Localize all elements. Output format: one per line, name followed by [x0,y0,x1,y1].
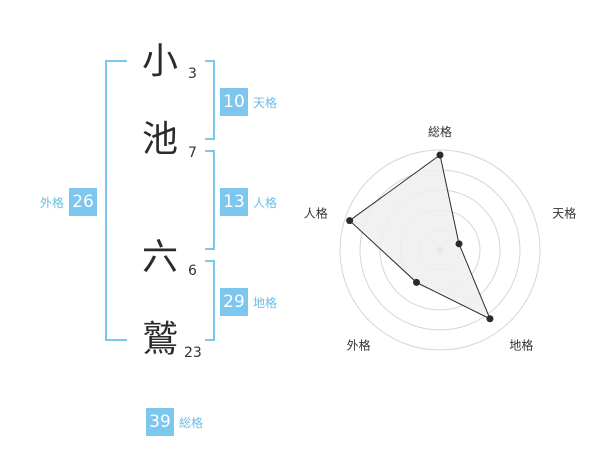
chikaku-badge: 29 地格 [220,288,277,316]
stroke-count-3: 6 [188,263,197,279]
radar-axis-label-2: 天格 [552,206,576,221]
radar-axis-label-3: 地格 [509,337,533,352]
radar-point-5 [346,217,354,225]
jinkaku-bracket [205,150,215,250]
radar-point-1 [436,151,444,159]
chikaku-label: 地格 [253,295,278,310]
soukaku-label: 総格 [179,415,204,430]
gaikaku-value: 26 [69,188,98,216]
jinkaku-label: 人格 [253,195,278,210]
tenkaku-bracket [205,60,215,140]
radar-axis-label-4: 外格 [347,337,371,352]
tenkaku-badge: 10 天格 [220,88,277,116]
name-char-3: 六 [141,237,178,278]
stroke-count-2: 7 [188,145,197,161]
name-char-4: 鷲 [141,319,178,360]
radar-ring [339,149,541,351]
gaikaku-bracket [105,60,127,341]
stroke-count-1: 3 [188,66,197,82]
radar-point-2 [455,240,463,248]
radar-point-4 [412,278,420,286]
name-char-2: 池 [141,119,178,160]
jinkaku-badge: 13 人格 [220,188,277,216]
tenkaku-label: 天格 [253,95,278,110]
radar-polygon [348,154,491,320]
radar-axis-label-5: 人格 [304,206,328,221]
name-char-1: 小 [141,41,178,82]
gaikaku-label: 外格 [40,195,65,210]
radar-shape [346,151,494,323]
soukaku-badge: 39 総格 [146,408,203,436]
radar-point-3 [486,315,494,323]
radar-axis-label-1: 総格 [428,124,452,139]
jinkaku-value: 13 [220,188,248,216]
tenkaku-value: 10 [220,88,248,116]
soukaku-value: 39 [146,408,174,436]
chikaku-value: 29 [220,288,248,316]
gaikaku-badge: 外格 26 [40,188,98,216]
stroke-count-4: 23 [184,345,202,361]
chikaku-bracket [205,260,215,341]
